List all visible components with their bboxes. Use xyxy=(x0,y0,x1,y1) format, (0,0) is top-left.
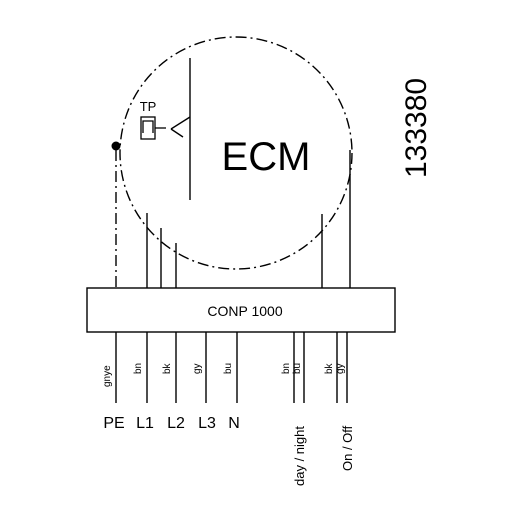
thermal-protection-label: TP xyxy=(140,99,157,114)
wire-color-l1: bn xyxy=(133,363,144,374)
terminal-l2: L2 xyxy=(167,415,185,432)
thermal-protection-icon: TP xyxy=(140,99,166,140)
wire-color-l3: gy xyxy=(192,363,203,374)
terminal-l3: L3 xyxy=(198,415,216,432)
part-number: 133380 xyxy=(400,78,433,178)
wire-color-l2: bk xyxy=(162,362,173,374)
controller-label: CONP 1000 xyxy=(207,303,282,319)
terminal-on-off: On / Off xyxy=(340,425,355,471)
wire-color-pe: gnye xyxy=(102,365,113,387)
switch-contact-icon xyxy=(170,58,191,200)
wire-color-day-night-1: bn xyxy=(281,363,292,374)
motor-label: ECM xyxy=(222,135,311,179)
terminal-l1: L1 xyxy=(136,415,154,432)
wire-color-day-night-2: bu xyxy=(292,363,303,374)
wire-color-on-off-2: gy xyxy=(335,363,346,374)
wire-color-n: bu xyxy=(223,363,234,374)
terminal-n: N xyxy=(228,415,240,432)
wire-color-on-off-1: bk xyxy=(324,362,335,374)
terminal-pe: PE xyxy=(103,415,124,432)
earth-junction-dot xyxy=(111,141,121,151)
controller-box xyxy=(86,287,396,333)
terminal-day-night: day / night xyxy=(292,426,307,486)
motor-boundary-circle xyxy=(119,36,353,270)
